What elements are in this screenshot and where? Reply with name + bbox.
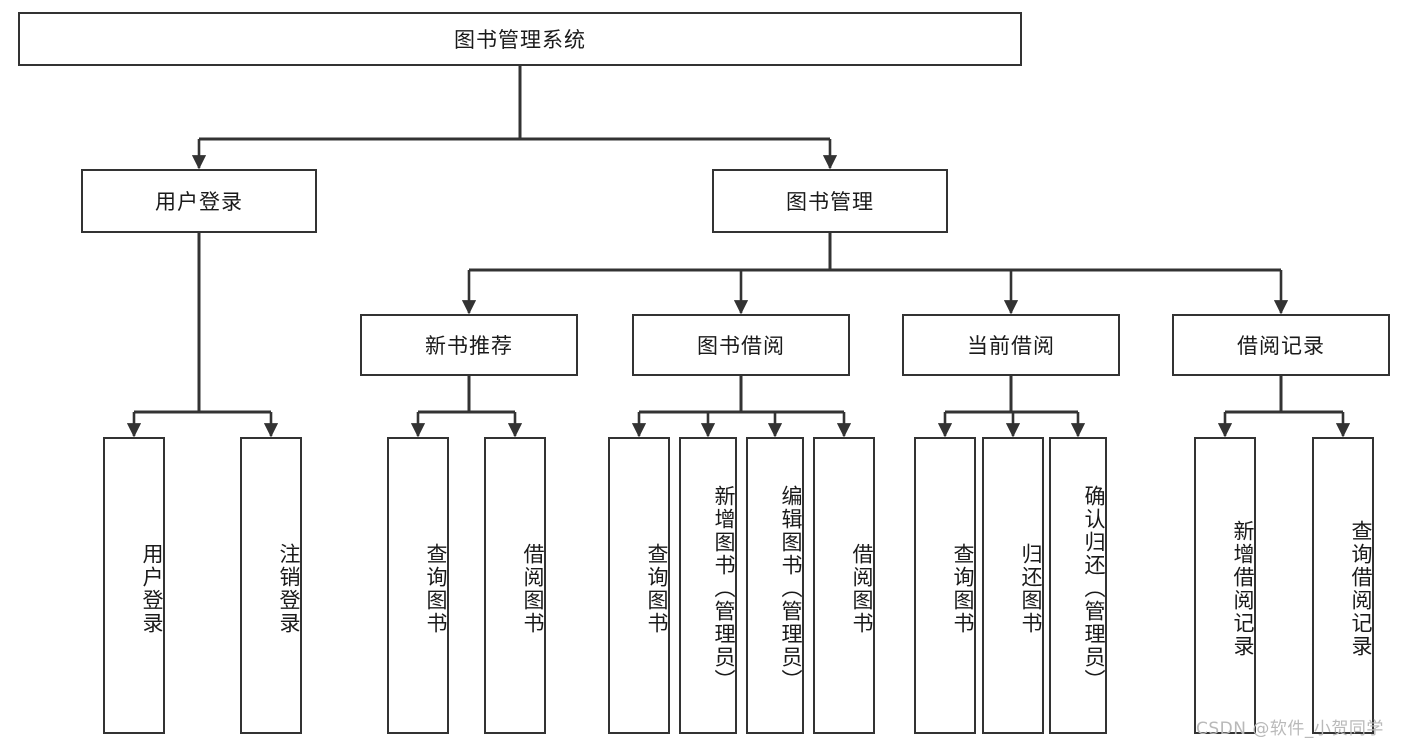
node-label: 当前借阅 — [967, 334, 1055, 358]
node-leaf-user-logout[interactable]: 注销登录 — [240, 437, 302, 734]
node-label: 图书管理 — [786, 190, 874, 214]
node-l3-current[interactable]: 当前借阅 — [902, 314, 1120, 376]
node-label: 图书借阅 — [697, 334, 785, 358]
node-leaf-nb-query[interactable]: 查询图书 — [387, 437, 449, 734]
node-leaf-bl-add[interactable]: 新增图书（管理员） — [679, 437, 737, 734]
node-label: 归还图书 — [1019, 542, 1043, 635]
node-leaf-user-login[interactable]: 用户登录 — [103, 437, 165, 734]
node-leaf-cur-query[interactable]: 查询图书 — [914, 437, 976, 734]
watermark-text: CSDN @软件_小贺同学 — [1196, 719, 1384, 739]
node-label: 用户登录 — [155, 190, 243, 214]
node-label: 图书管理系统 — [454, 28, 586, 52]
node-label: 借阅记录 — [1237, 334, 1325, 358]
node-label: 借阅图书 — [521, 542, 545, 635]
node-label: 查询图书 — [645, 542, 669, 635]
node-l3-record[interactable]: 借阅记录 — [1172, 314, 1390, 376]
node-label: 新书推荐 — [425, 334, 513, 358]
node-label: 编辑图书（管理员） — [779, 485, 803, 692]
node-leaf-nb-borrow[interactable]: 借阅图书 — [484, 437, 546, 734]
node-l2-user[interactable]: 用户登录 — [81, 169, 317, 233]
node-label: 查询借阅记录 — [1349, 519, 1373, 658]
node-leaf-bl-borrow[interactable]: 借阅图书 — [813, 437, 875, 734]
node-leaf-rec-query[interactable]: 查询借阅记录 — [1312, 437, 1374, 734]
node-leaf-cur-confirm[interactable]: 确认归还（管理员） — [1049, 437, 1107, 734]
node-l2-book[interactable]: 图书管理 — [712, 169, 948, 233]
node-root[interactable]: 图书管理系统 — [18, 12, 1022, 66]
node-label: 用户登录 — [140, 542, 164, 635]
node-label: 新增图书（管理员） — [712, 485, 736, 692]
node-l3-newbook[interactable]: 新书推荐 — [360, 314, 578, 376]
node-label: 确认归还（管理员） — [1082, 485, 1106, 692]
node-leaf-rec-add[interactable]: 新增借阅记录 — [1194, 437, 1256, 734]
node-leaf-bl-query[interactable]: 查询图书 — [608, 437, 670, 734]
node-label: 查询图书 — [424, 542, 448, 635]
node-label: 注销登录 — [277, 542, 301, 635]
node-label: 新增借阅记录 — [1231, 519, 1255, 658]
node-leaf-cur-return[interactable]: 归还图书 — [982, 437, 1044, 734]
node-l3-borrow[interactable]: 图书借阅 — [632, 314, 850, 376]
node-label: 查询图书 — [951, 542, 975, 635]
node-label: 借阅图书 — [850, 542, 874, 635]
node-leaf-bl-edit[interactable]: 编辑图书（管理员） — [746, 437, 804, 734]
